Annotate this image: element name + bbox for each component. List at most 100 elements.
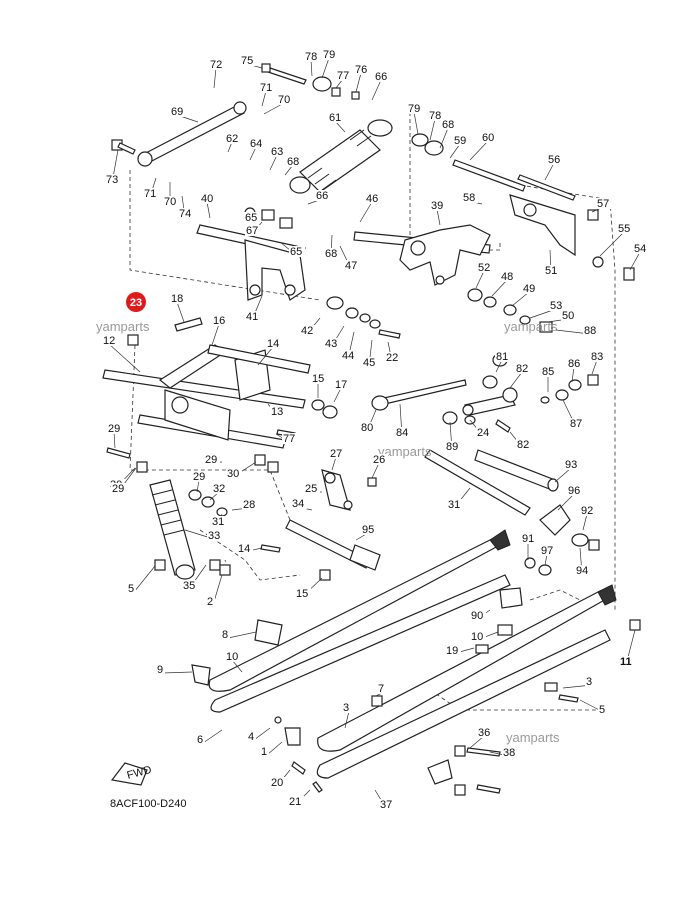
part-callout-31[interactable]: 31 bbox=[448, 499, 460, 511]
part-callout-63[interactable]: 63 bbox=[271, 146, 283, 158]
part-callout-38[interactable]: 38 bbox=[503, 747, 515, 759]
part-callout-69[interactable]: 69 bbox=[171, 106, 183, 118]
part-callout-33[interactable]: 33 bbox=[208, 530, 220, 542]
part-callout-73[interactable]: 73 bbox=[106, 174, 118, 186]
part-callout-88[interactable]: 88 bbox=[584, 325, 596, 337]
part-callout-46[interactable]: 46 bbox=[366, 193, 378, 205]
part-callout-11[interactable]: 11 bbox=[620, 656, 632, 668]
part-callout-15[interactable]: 15 bbox=[296, 588, 308, 600]
part-callout-91[interactable]: 91 bbox=[522, 533, 534, 545]
part-callout-87[interactable]: 87 bbox=[570, 418, 582, 430]
part-callout-97[interactable]: 97 bbox=[541, 545, 553, 557]
part-callout-13[interactable]: 13 bbox=[271, 406, 283, 418]
part-callout-10[interactable]: 10 bbox=[471, 631, 483, 643]
part-callout-1[interactable]: 1 bbox=[261, 746, 267, 758]
part-callout-40[interactable]: 40 bbox=[201, 193, 213, 205]
part-callout-51[interactable]: 51 bbox=[545, 265, 557, 277]
part-callout-29[interactable]: 29 bbox=[193, 471, 205, 483]
part-callout-55[interactable]: 55 bbox=[618, 223, 630, 235]
part-callout-78[interactable]: 78 bbox=[305, 51, 317, 63]
part-callout-76[interactable]: 76 bbox=[355, 64, 367, 76]
part-callout-70[interactable]: 70 bbox=[278, 94, 290, 106]
part-callout-5[interactable]: 5 bbox=[128, 583, 134, 595]
part-callout-78[interactable]: 78 bbox=[429, 110, 441, 122]
part-callout-16[interactable]: 16 bbox=[213, 315, 225, 327]
part-callout-7[interactable]: 7 bbox=[378, 683, 384, 695]
part-callout-48[interactable]: 48 bbox=[501, 271, 513, 283]
part-callout-41[interactable]: 41 bbox=[246, 311, 258, 323]
part-callout-62[interactable]: 62 bbox=[226, 133, 238, 145]
part-callout-90[interactable]: 90 bbox=[471, 610, 483, 622]
part-callout-45[interactable]: 45 bbox=[363, 357, 375, 369]
part-callout-25[interactable]: 25 bbox=[305, 483, 317, 495]
part-callout-29[interactable]: 29 bbox=[108, 423, 120, 435]
part-callout-43[interactable]: 43 bbox=[325, 338, 337, 350]
part-callout-54[interactable]: 54 bbox=[634, 243, 646, 255]
part-callout-59[interactable]: 59 bbox=[454, 135, 466, 147]
part-callout-96[interactable]: 96 bbox=[568, 485, 580, 497]
part-callout-61[interactable]: 61 bbox=[329, 112, 341, 124]
part-callout-75[interactable]: 75 bbox=[241, 55, 253, 67]
part-callout-86[interactable]: 86 bbox=[568, 358, 580, 370]
part-callout-83[interactable]: 83 bbox=[591, 351, 603, 363]
part-callout-17[interactable]: 17 bbox=[335, 379, 347, 391]
part-callout-53[interactable]: 53 bbox=[550, 300, 562, 312]
part-callout-68[interactable]: 68 bbox=[442, 119, 454, 131]
part-callout-81[interactable]: 81 bbox=[496, 351, 508, 363]
part-callout-21[interactable]: 21 bbox=[289, 796, 301, 808]
part-callout-89[interactable]: 89 bbox=[446, 441, 458, 453]
part-callout-95[interactable]: 95 bbox=[362, 524, 374, 536]
part-callout-85[interactable]: 85 bbox=[542, 366, 554, 378]
part-callout-36[interactable]: 36 bbox=[478, 727, 490, 739]
part-callout-71[interactable]: 71 bbox=[144, 188, 156, 200]
part-callout-3[interactable]: 3 bbox=[586, 676, 592, 688]
part-callout-28[interactable]: 28 bbox=[243, 499, 255, 511]
part-callout-5[interactable]: 5 bbox=[599, 704, 605, 716]
part-callout-65[interactable]: 65 bbox=[245, 212, 257, 224]
part-callout-71[interactable]: 71 bbox=[260, 82, 272, 94]
part-callout-14[interactable]: 14 bbox=[267, 338, 279, 350]
part-callout-82[interactable]: 82 bbox=[517, 439, 529, 451]
part-callout-18[interactable]: 18 bbox=[171, 293, 183, 305]
part-callout-44[interactable]: 44 bbox=[342, 350, 354, 362]
part-callout-93[interactable]: 93 bbox=[565, 459, 577, 471]
part-callout-35[interactable]: 35 bbox=[183, 580, 195, 592]
part-callout-64[interactable]: 64 bbox=[250, 138, 262, 150]
part-callout-34[interactable]: 34 bbox=[292, 498, 304, 510]
part-callout-65[interactable]: 65 bbox=[290, 246, 302, 258]
part-callout-94[interactable]: 94 bbox=[576, 565, 588, 577]
part-callout-30[interactable]: 30 bbox=[227, 468, 239, 480]
part-callout-15[interactable]: 15 bbox=[312, 373, 324, 385]
part-callout-26[interactable]: 26 bbox=[373, 454, 385, 466]
part-callout-68[interactable]: 68 bbox=[325, 248, 337, 260]
part-callout-84[interactable]: 84 bbox=[396, 427, 408, 439]
part-callout-60[interactable]: 60 bbox=[482, 132, 494, 144]
part-callout-70[interactable]: 70 bbox=[164, 196, 176, 208]
part-callout-29[interactable]: 29 bbox=[112, 483, 124, 495]
part-callout-52[interactable]: 52 bbox=[478, 262, 490, 274]
part-callout-3[interactable]: 3 bbox=[343, 702, 349, 714]
part-callout-2[interactable]: 2 bbox=[207, 596, 213, 608]
part-callout-31[interactable]: 31 bbox=[212, 516, 224, 528]
part-callout-66[interactable]: 66 bbox=[316, 190, 328, 202]
part-callout-74[interactable]: 74 bbox=[179, 208, 191, 220]
part-callout-67[interactable]: 67 bbox=[246, 225, 258, 237]
part-callout-68[interactable]: 68 bbox=[287, 156, 299, 168]
part-callout-12[interactable]: 12 bbox=[103, 335, 115, 347]
part-callout-9[interactable]: 9 bbox=[157, 664, 163, 676]
part-callout-92[interactable]: 92 bbox=[581, 505, 593, 517]
part-callout-14[interactable]: 14 bbox=[238, 543, 250, 555]
part-callout-66[interactable]: 66 bbox=[375, 71, 387, 83]
part-callout-72[interactable]: 72 bbox=[210, 59, 222, 71]
part-callout-10[interactable]: 10 bbox=[226, 651, 238, 663]
part-callout-58[interactable]: 58 bbox=[463, 192, 475, 204]
part-callout-37[interactable]: 37 bbox=[380, 799, 392, 811]
highlighted-part-badge[interactable]: 23 bbox=[126, 292, 146, 312]
part-callout-50[interactable]: 50 bbox=[562, 310, 574, 322]
part-callout-20[interactable]: 20 bbox=[271, 777, 283, 789]
part-callout-47[interactable]: 47 bbox=[345, 260, 357, 272]
part-callout-82[interactable]: 82 bbox=[516, 363, 528, 375]
part-callout-19[interactable]: 19 bbox=[446, 645, 458, 657]
part-callout-42[interactable]: 42 bbox=[301, 325, 313, 337]
part-callout-4[interactable]: 4 bbox=[248, 731, 254, 743]
